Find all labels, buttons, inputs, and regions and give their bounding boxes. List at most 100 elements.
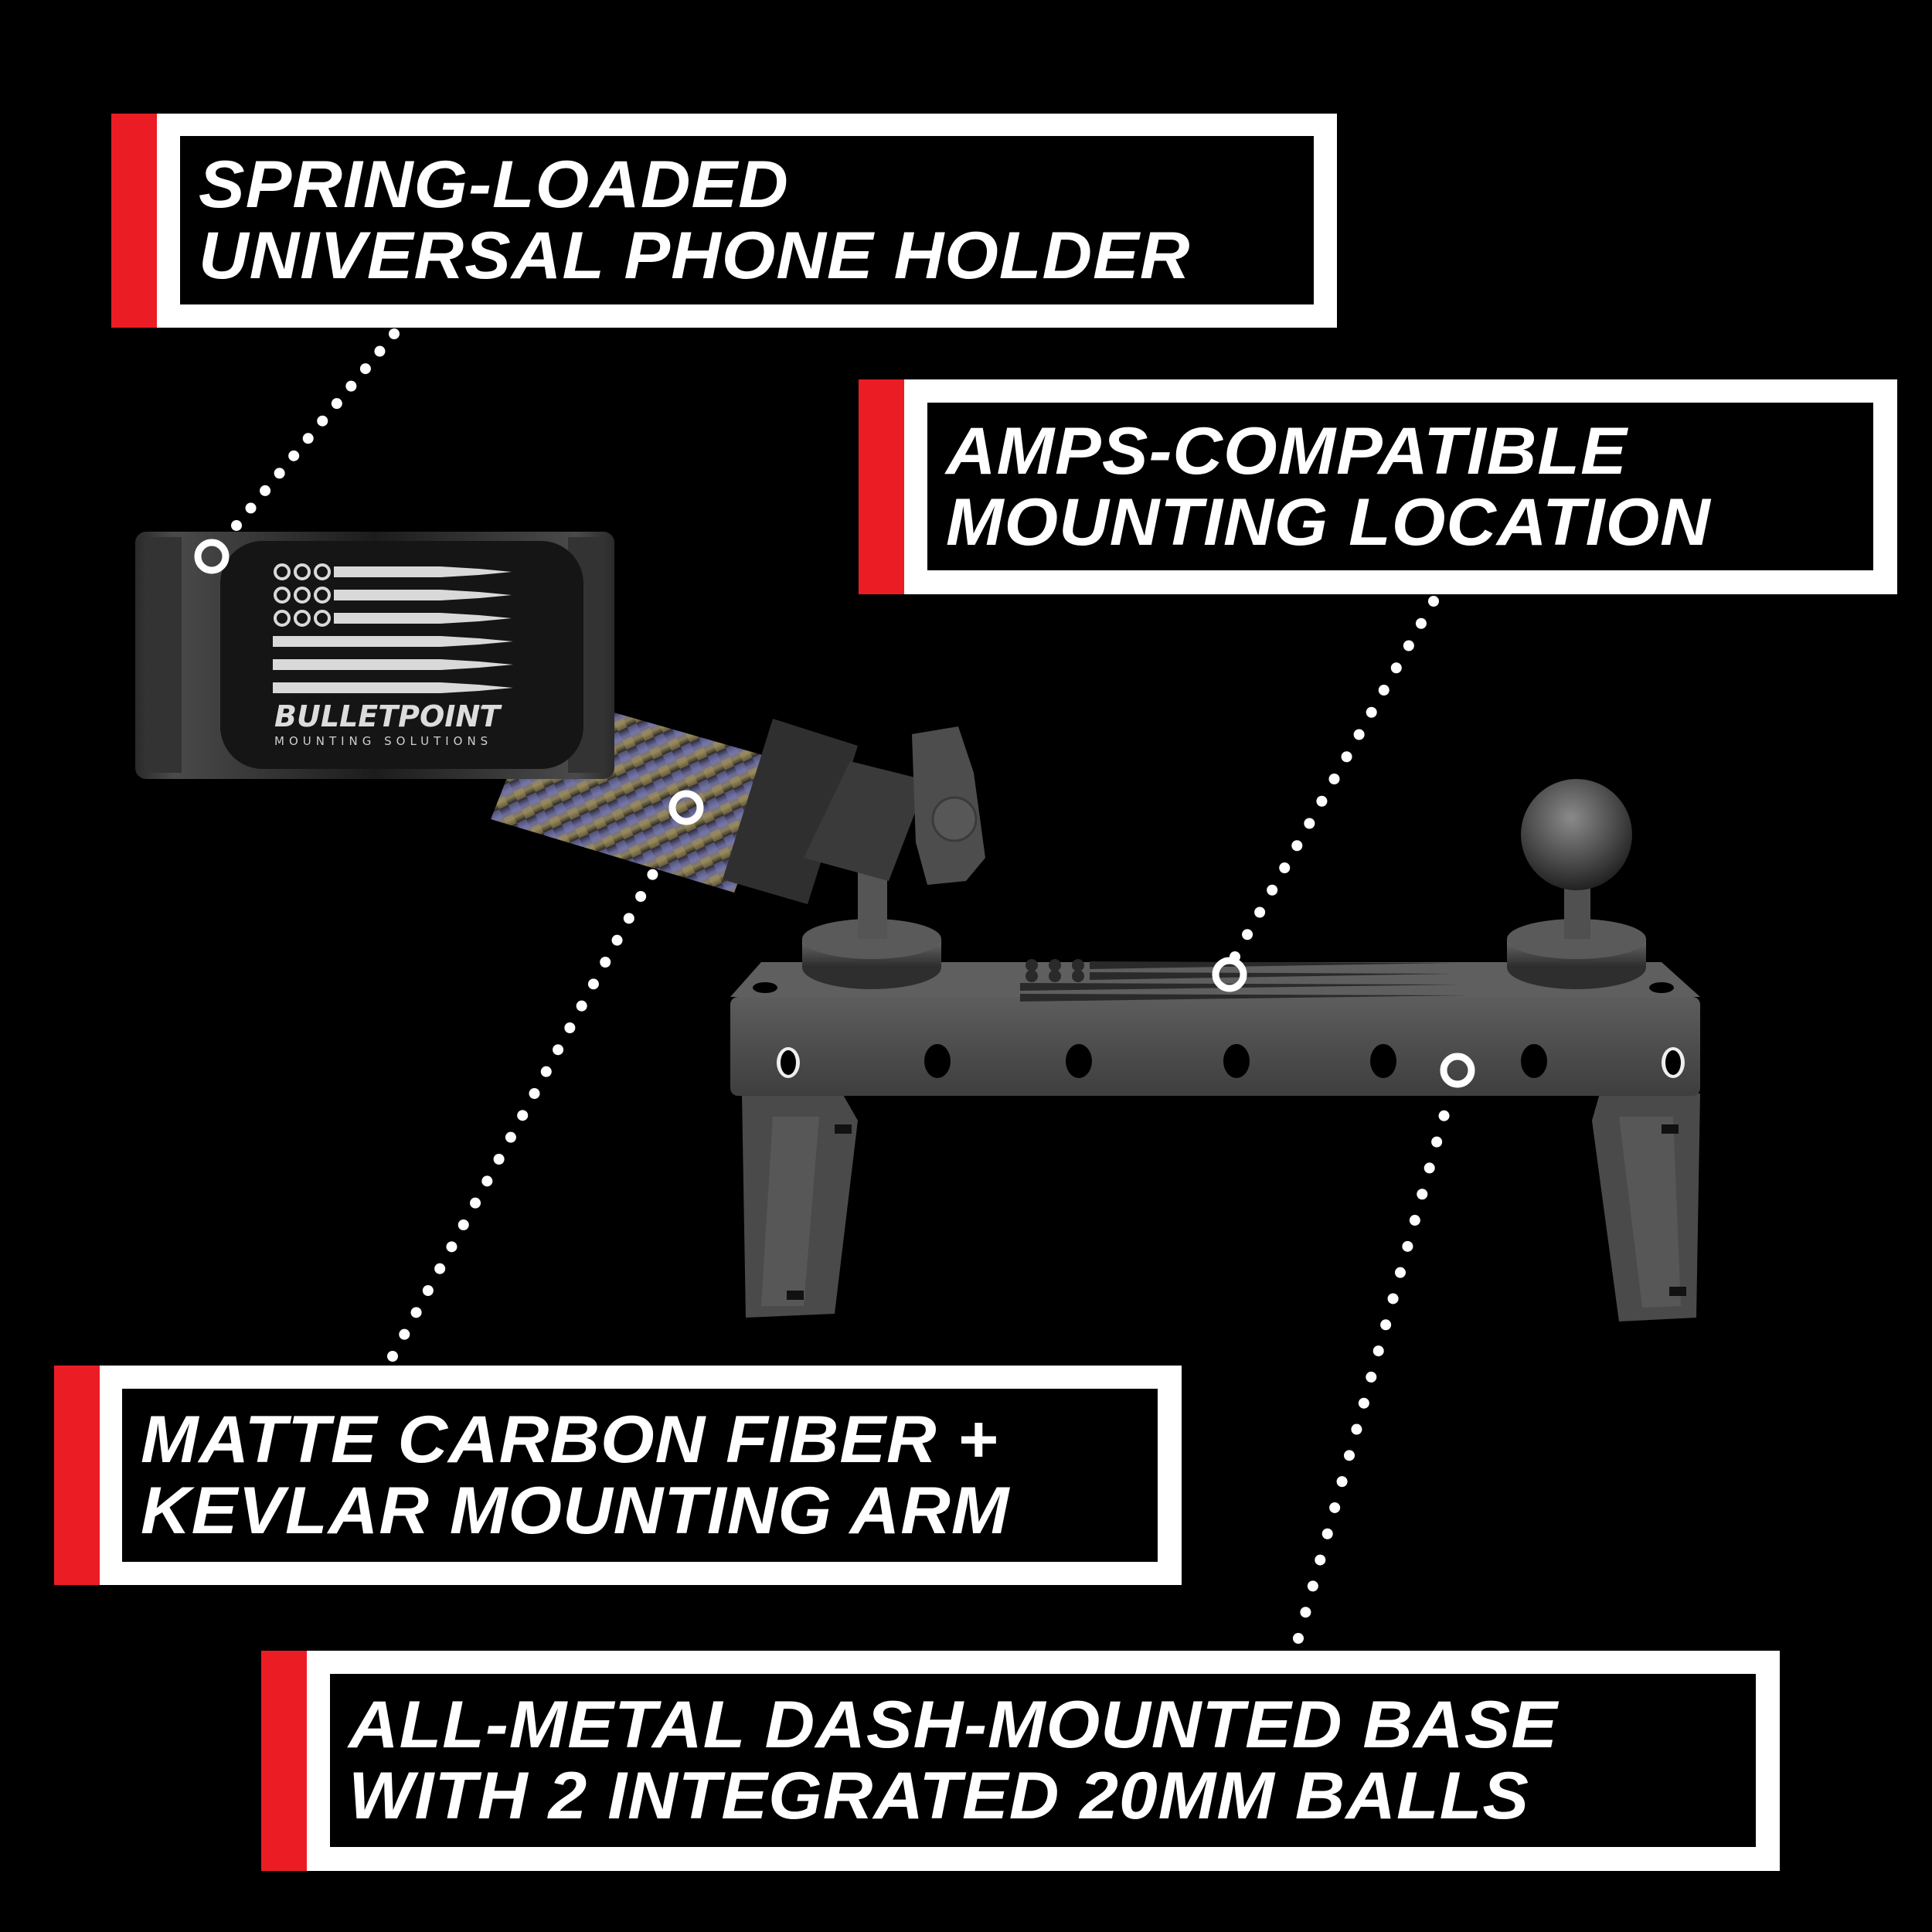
ball-icon (1521, 779, 1632, 890)
marker-base-icon (1440, 1053, 1475, 1088)
leader-dot (1372, 1345, 1384, 1357)
callout-line-1: MATTE CARBON FIBER + (141, 1403, 998, 1477)
leader-dot (1242, 929, 1253, 940)
leader-dot (1390, 662, 1402, 674)
leader-dot (374, 345, 386, 357)
trademark-symbol: ™ (475, 703, 488, 718)
leader-dot (481, 1175, 493, 1187)
leader-dot (1415, 617, 1427, 629)
leader-dot (446, 1241, 457, 1253)
callout-dash-base: ALL-METAL DASH-MOUNTED BASE WITH 2 INTEG… (261, 1651, 1780, 1871)
leader-dot (387, 1351, 398, 1362)
leader-dot (1431, 1136, 1443, 1148)
leader-dot (457, 1219, 469, 1230)
leader-dot (1254, 906, 1266, 918)
callout-label: ALL-METAL DASH-MOUNTED BASE WITH 2 INTEG… (330, 1674, 1756, 1847)
leader-lines (231, 328, 1457, 1644)
brand-tagline: MOUNTING SOLUTIONS (274, 734, 492, 748)
leader-dot (410, 1307, 422, 1318)
leader-dot (1438, 1110, 1450, 1121)
leader-dot (1300, 1607, 1311, 1618)
leader-dot (505, 1131, 516, 1143)
leader-dot (1403, 640, 1414, 651)
leader-dot (359, 363, 371, 375)
leader-dot (231, 520, 242, 531)
leader-dot (434, 1263, 446, 1274)
leader-dot (1328, 774, 1340, 784)
leader-dot (647, 869, 658, 880)
callout-line-2: MOUNTING LOCATION (946, 485, 1711, 560)
leader-dot (302, 433, 314, 444)
leader-dot (611, 934, 623, 946)
callout-line-2: UNIVERSAL PHONE HOLDER (199, 219, 1191, 293)
callout-line-1: SPRING-LOADED (199, 148, 789, 222)
callout-line-1: AMPS-COMPATIBLE (946, 413, 1628, 488)
brand-logo-text: BULLETPOINT (274, 699, 502, 733)
leader-dot (399, 1328, 410, 1340)
leader-dot (345, 380, 357, 392)
leader-dot (635, 891, 647, 902)
callout-markers (194, 539, 1475, 1088)
leader-amps (1230, 596, 1439, 962)
leader-dot (587, 978, 599, 990)
leader-dot (623, 913, 634, 924)
accent-bar (111, 114, 157, 328)
leader-base (1293, 1084, 1457, 1644)
leader-dot (317, 415, 328, 427)
accent-bar (261, 1651, 307, 1871)
callout-label: MATTE CARBON FIBER + KEVLAR MOUNTING ARM (122, 1389, 1158, 1562)
leader-dot (389, 328, 400, 339)
left-ball-mount (802, 858, 941, 989)
leader-dot (422, 1285, 434, 1296)
right-ball-mount (1507, 779, 1646, 989)
leader-dot (1428, 596, 1439, 607)
leader-dot (553, 1044, 564, 1056)
leader-dot (331, 398, 342, 410)
leader-dot (1387, 1293, 1399, 1304)
marker-amps-icon (1212, 957, 1247, 992)
leader-dot (260, 485, 271, 496)
leader-dot (1279, 862, 1291, 873)
leader-dot (1315, 1554, 1326, 1566)
leader-dot (1351, 1423, 1362, 1435)
leader-dot (470, 1197, 481, 1209)
callout-line-2: WITH 2 INTEGRATED 20MM BALLS (349, 1759, 1530, 1833)
phone-holder: BULLETPOINT ™ MOUNTING SOLUTIONS (135, 532, 614, 779)
leader-dot (1321, 1528, 1333, 1539)
callout-label: SPRING-LOADED UNIVERSAL PHONE HOLDER (180, 136, 1314, 304)
leader-dot (564, 1022, 576, 1033)
leader-dot (1358, 1397, 1369, 1409)
leader-dot (1293, 1633, 1304, 1644)
leader-dot (1402, 1240, 1413, 1252)
leader-phone-holder (231, 328, 400, 531)
leader-dot (1307, 1580, 1318, 1592)
callout-line-1: ALL-METAL DASH-MOUNTED BASE (349, 1688, 1559, 1762)
leader-dot (274, 468, 285, 479)
leader-dot (1316, 795, 1328, 807)
callout-mounting-arm: MATTE CARBON FIBER + KEVLAR MOUNTING ARM (54, 1366, 1182, 1585)
leader-dot (1304, 818, 1315, 829)
bullet-flag-logo (273, 563, 513, 693)
leader-dot (540, 1066, 552, 1077)
accent-bar (54, 1366, 100, 1585)
leader-dot (1366, 706, 1377, 718)
callout-label: AMPS-COMPATIBLE MOUNTING LOCATION (927, 403, 1873, 570)
leader-dot (1409, 1215, 1420, 1226)
leader-dot (1267, 884, 1278, 896)
leader-arm (387, 825, 682, 1362)
leader-dot (517, 1110, 529, 1121)
leader-dot (600, 957, 611, 968)
leader-dot (576, 1000, 587, 1012)
bracket-holes (753, 982, 1685, 1078)
dash-base-bracket (730, 959, 1700, 1321)
leader-dot (493, 1154, 505, 1165)
leader-dot (288, 450, 300, 461)
leader-dot (1417, 1189, 1428, 1200)
leader-dot (1353, 729, 1365, 740)
leader-dot (1336, 1476, 1348, 1488)
callout-amps-location: AMPS-COMPATIBLE MOUNTING LOCATION (859, 379, 1897, 594)
leader-dot (1341, 751, 1352, 763)
leader-dot (1395, 1267, 1406, 1278)
leader-dot (529, 1088, 540, 1099)
